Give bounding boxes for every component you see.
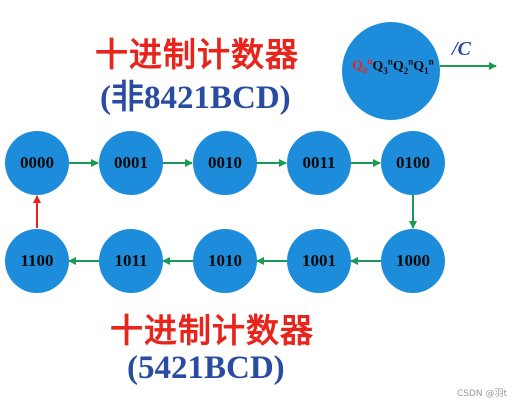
title-top: 十进制计数器 (95, 35, 299, 74)
state-node-1100: 1100 (5, 229, 69, 293)
subtitle-bottom: (5421BCD) (127, 350, 285, 386)
watermark: CSDN @羽t (456, 389, 507, 399)
state-node-0000: 0000 (5, 131, 69, 195)
state-node-0010: 0010 (193, 131, 257, 195)
state-node-0001: 0001 (99, 131, 163, 195)
state-node-1011: 1011 (99, 229, 163, 293)
subtitle-top: (非8421BCD) (100, 80, 291, 116)
state-node-0011: 0011 (287, 131, 351, 195)
state-node-1000: 1000 (381, 229, 445, 293)
title-bottom: 十进制计数器 (110, 311, 314, 350)
state-node-1001: 1001 (287, 229, 351, 293)
state-order-label: Q0nQ3nQ2nQ1n (352, 56, 434, 76)
state-node-0100: 0100 (381, 131, 445, 195)
carry-output-label: /C (452, 38, 471, 60)
state-order-circle (342, 22, 440, 120)
state-node-1010: 1010 (193, 229, 257, 293)
